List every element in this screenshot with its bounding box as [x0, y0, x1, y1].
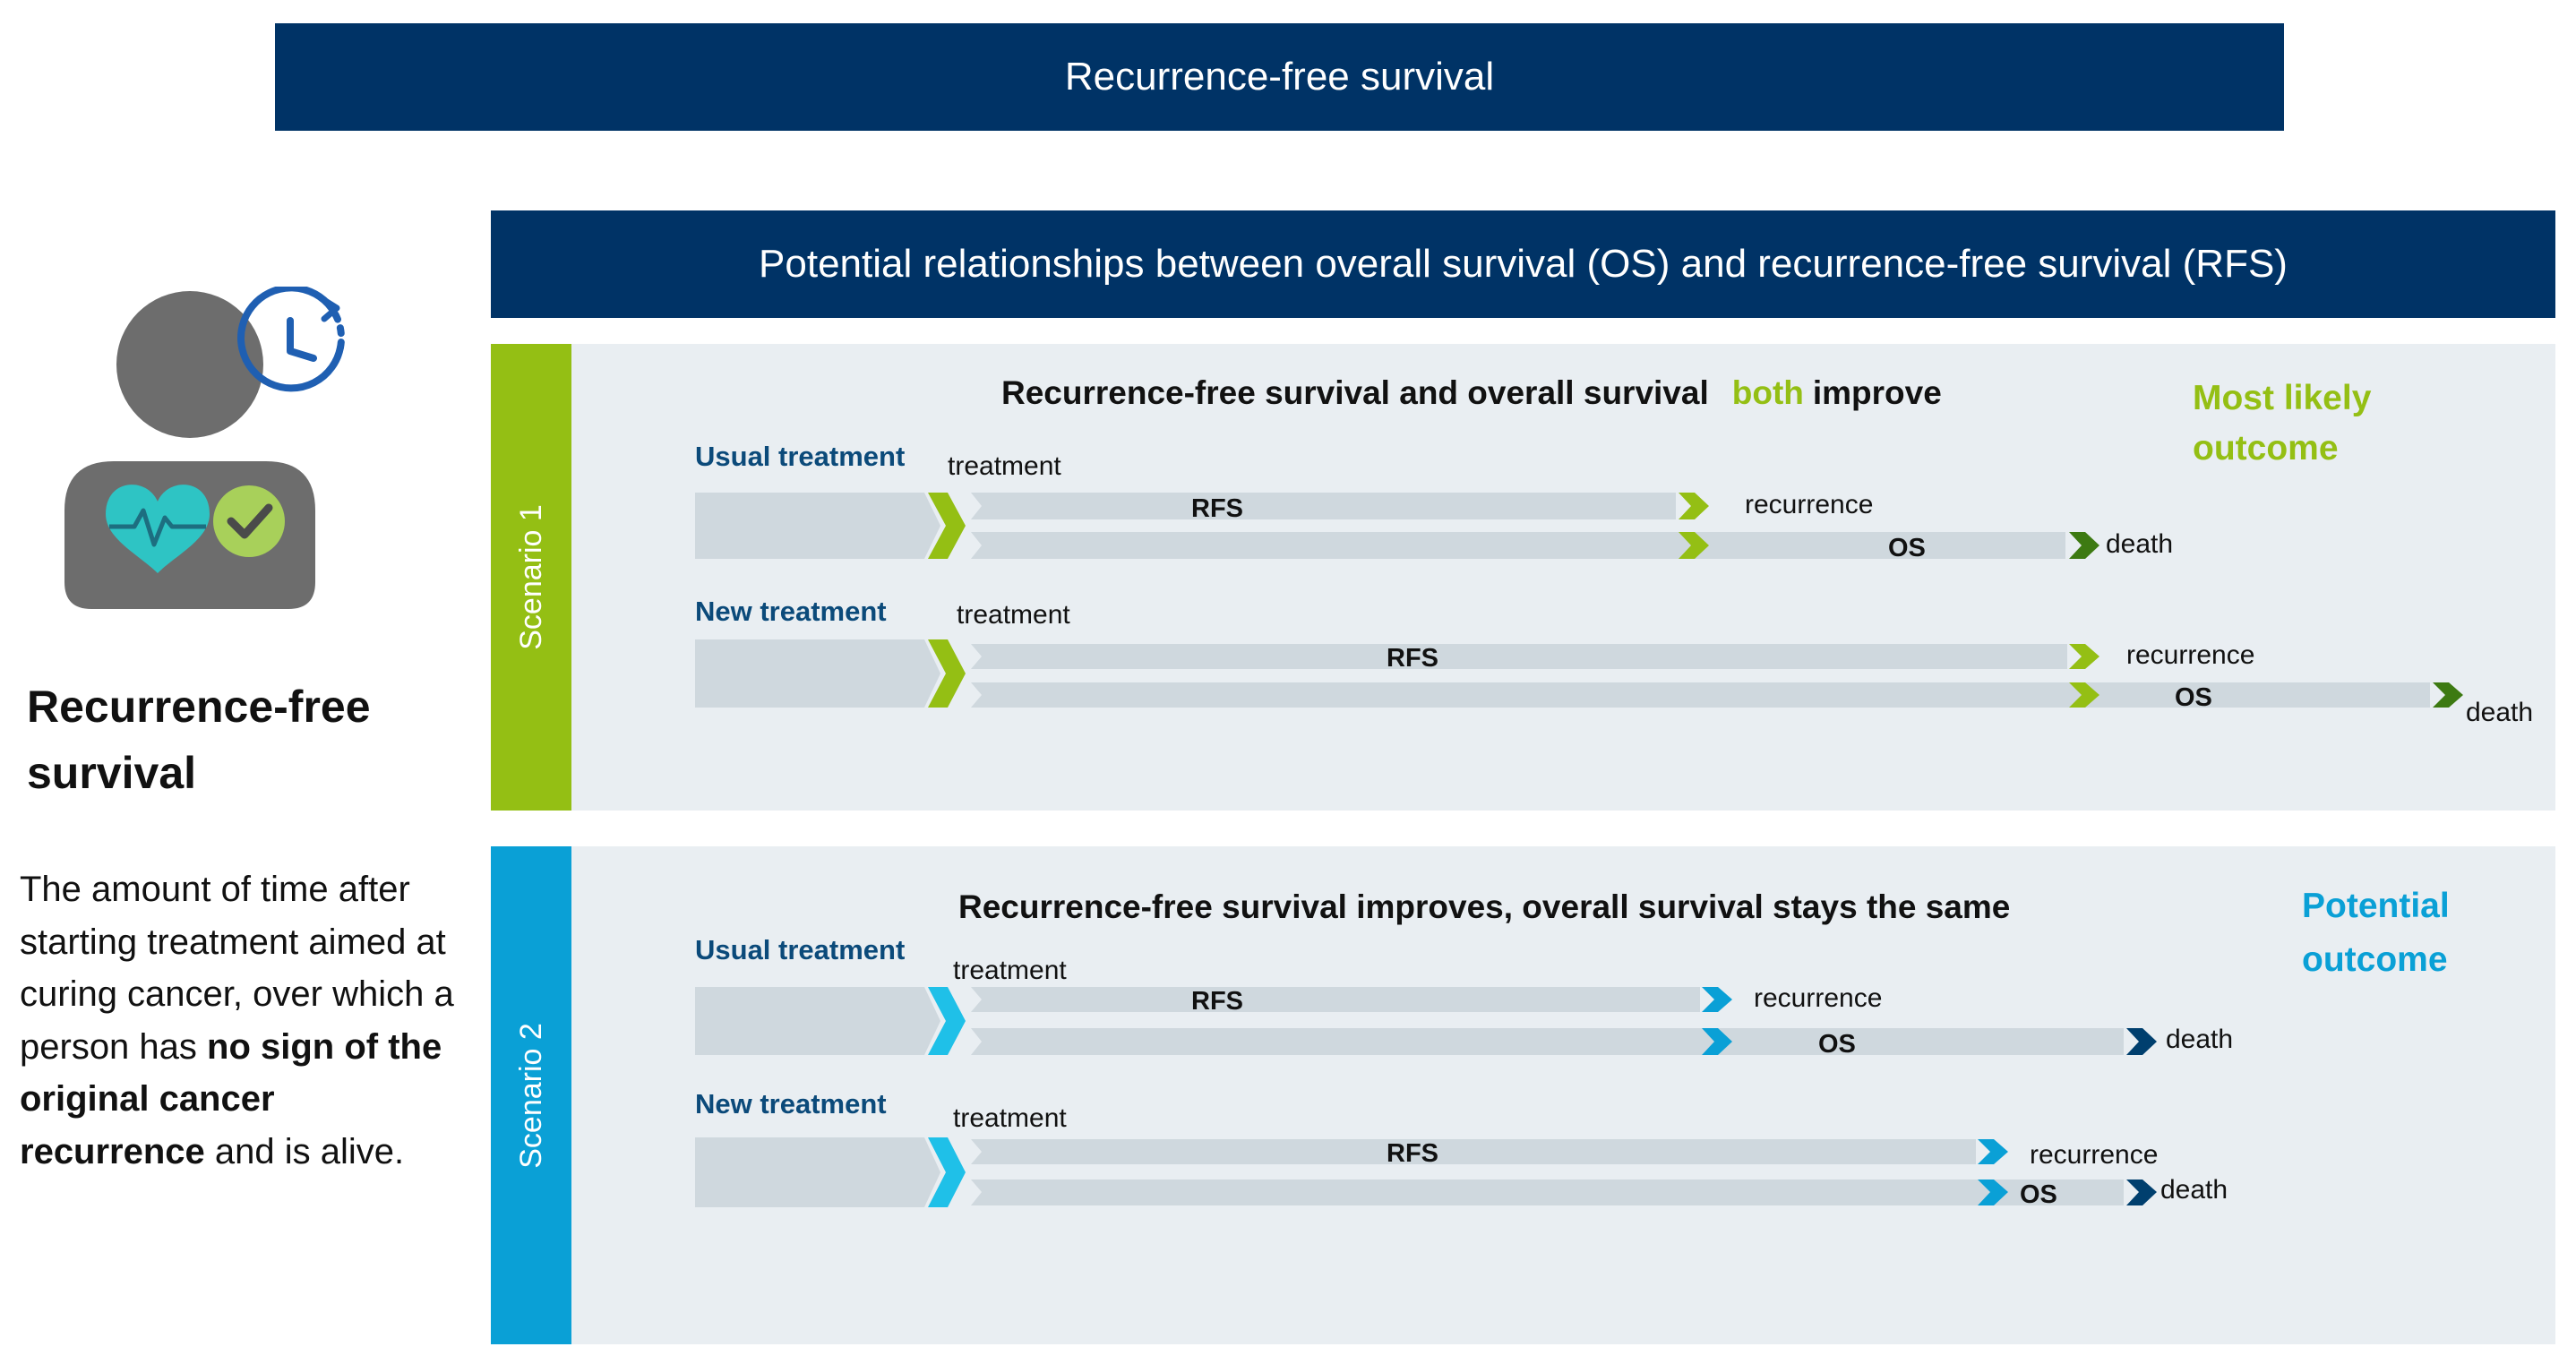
treatment-label: treatment: [953, 1103, 1067, 1133]
os-recurrence-chevron: [1978, 1180, 2008, 1205]
check-icon: [213, 485, 285, 557]
scenario-1-outcome-line1: Most likely: [2193, 379, 2372, 417]
death-label: death: [2106, 529, 2173, 559]
os-label: OS: [1818, 1030, 1856, 1059]
treatment-label: treatment: [948, 451, 1061, 481]
usual-treatment-label: Usual treatment: [695, 441, 905, 472]
page-title-banner: Recurrence-free survival: [275, 23, 2284, 131]
treatment-chevron: [928, 639, 966, 708]
definition-emphasis: no sign of the original cancer recurrenc…: [20, 1026, 442, 1171]
death-chevron: [2126, 1180, 2157, 1205]
recurrence-label: recurrence: [1745, 490, 1873, 519]
left-title: Recurrence-free survival: [27, 682, 371, 798]
scenario-1-outcome-line2: outcome: [2193, 429, 2339, 468]
os-bar: [971, 682, 2430, 708]
death-label: death: [2160, 1175, 2228, 1205]
rfs-label: RFS: [1387, 644, 1438, 673]
new-treatment-label: New treatment: [695, 596, 887, 627]
rfs-bar: [971, 493, 1676, 519]
scenario-2-tab: Scenario 2: [491, 846, 571, 1344]
recurrence-label: recurrence: [2126, 640, 2254, 670]
os-recurrence-chevron: [2069, 682, 2099, 708]
death-chevron: [2069, 532, 2099, 559]
os-label: OS: [2175, 683, 2212, 712]
treatment-label: treatment: [957, 600, 1070, 630]
treatment-chevron: [928, 493, 966, 559]
os-bar: [971, 1180, 2124, 1205]
rfs-bar: [971, 987, 1700, 1012]
death-chevron: [2126, 1028, 2157, 1055]
scenario-1-tab: Scenario 1: [491, 344, 571, 811]
scenario-2-outcome-line1: Potential: [2302, 887, 2450, 925]
definition-text: The amount of time after starting treatm…: [20, 870, 454, 1171]
rfs-bar: [971, 1139, 1976, 1164]
pre-treatment-bar: [695, 987, 940, 1055]
os-label: OS: [1888, 534, 1926, 562]
treatment-label: treatment: [953, 956, 1067, 985]
os-label: OS: [2020, 1180, 2057, 1209]
scenario-2-panel: Scenario 2 Recurrence-free survival impr…: [491, 846, 2555, 1344]
treatment-chevron: [928, 1137, 966, 1207]
recurrence-chevron: [2069, 644, 2099, 669]
os-recurrence-chevron: [1679, 532, 1709, 559]
scenario-1-heading: Recurrence-free survival and overall sur…: [1001, 374, 1942, 411]
treatment-chevron: [928, 987, 966, 1055]
scenario-2-heading: Recurrence-free survival improves, overa…: [958, 888, 2010, 925]
recurrence-chevron: [1978, 1139, 2008, 1164]
subtitle-banner: Potential relationships between overall …: [491, 210, 2555, 318]
new-treatment-label: New treatment: [695, 1088, 887, 1120]
death-chevron: [2433, 682, 2463, 708]
rfs-label: RFS: [1387, 1139, 1438, 1168]
subtitle: Potential relationships between overall …: [759, 242, 2288, 286]
os-bar: [971, 1028, 2124, 1055]
os-bar: [971, 532, 2065, 559]
recurrence-label: recurrence: [2030, 1140, 2158, 1170]
heart-icon: [106, 485, 210, 573]
pre-treatment-bar: [695, 1137, 940, 1207]
person-icon: [64, 287, 346, 609]
recurrence-label: recurrence: [1754, 983, 1882, 1013]
scenario-2-outcome-line2: outcome: [2302, 940, 2448, 979]
page-title: Recurrence-free survival: [1064, 55, 1495, 99]
rfs-label: RFS: [1191, 494, 1243, 523]
recurrence-chevron: [1679, 493, 1709, 519]
os-recurrence-chevron: [1702, 1028, 1732, 1055]
death-label: death: [2466, 698, 2533, 727]
scenario-1-panel: Scenario 1 Recurrence-free survival and …: [491, 344, 2555, 811]
clock-icon: [237, 287, 346, 392]
pre-treatment-bar: [695, 493, 940, 559]
pre-treatment-bar: [695, 639, 940, 708]
rfs-bar: [971, 644, 2067, 669]
death-label: death: [2166, 1025, 2233, 1054]
usual-treatment-label: Usual treatment: [695, 934, 905, 965]
rfs-label: RFS: [1191, 987, 1243, 1016]
recurrence-chevron: [1702, 987, 1732, 1012]
